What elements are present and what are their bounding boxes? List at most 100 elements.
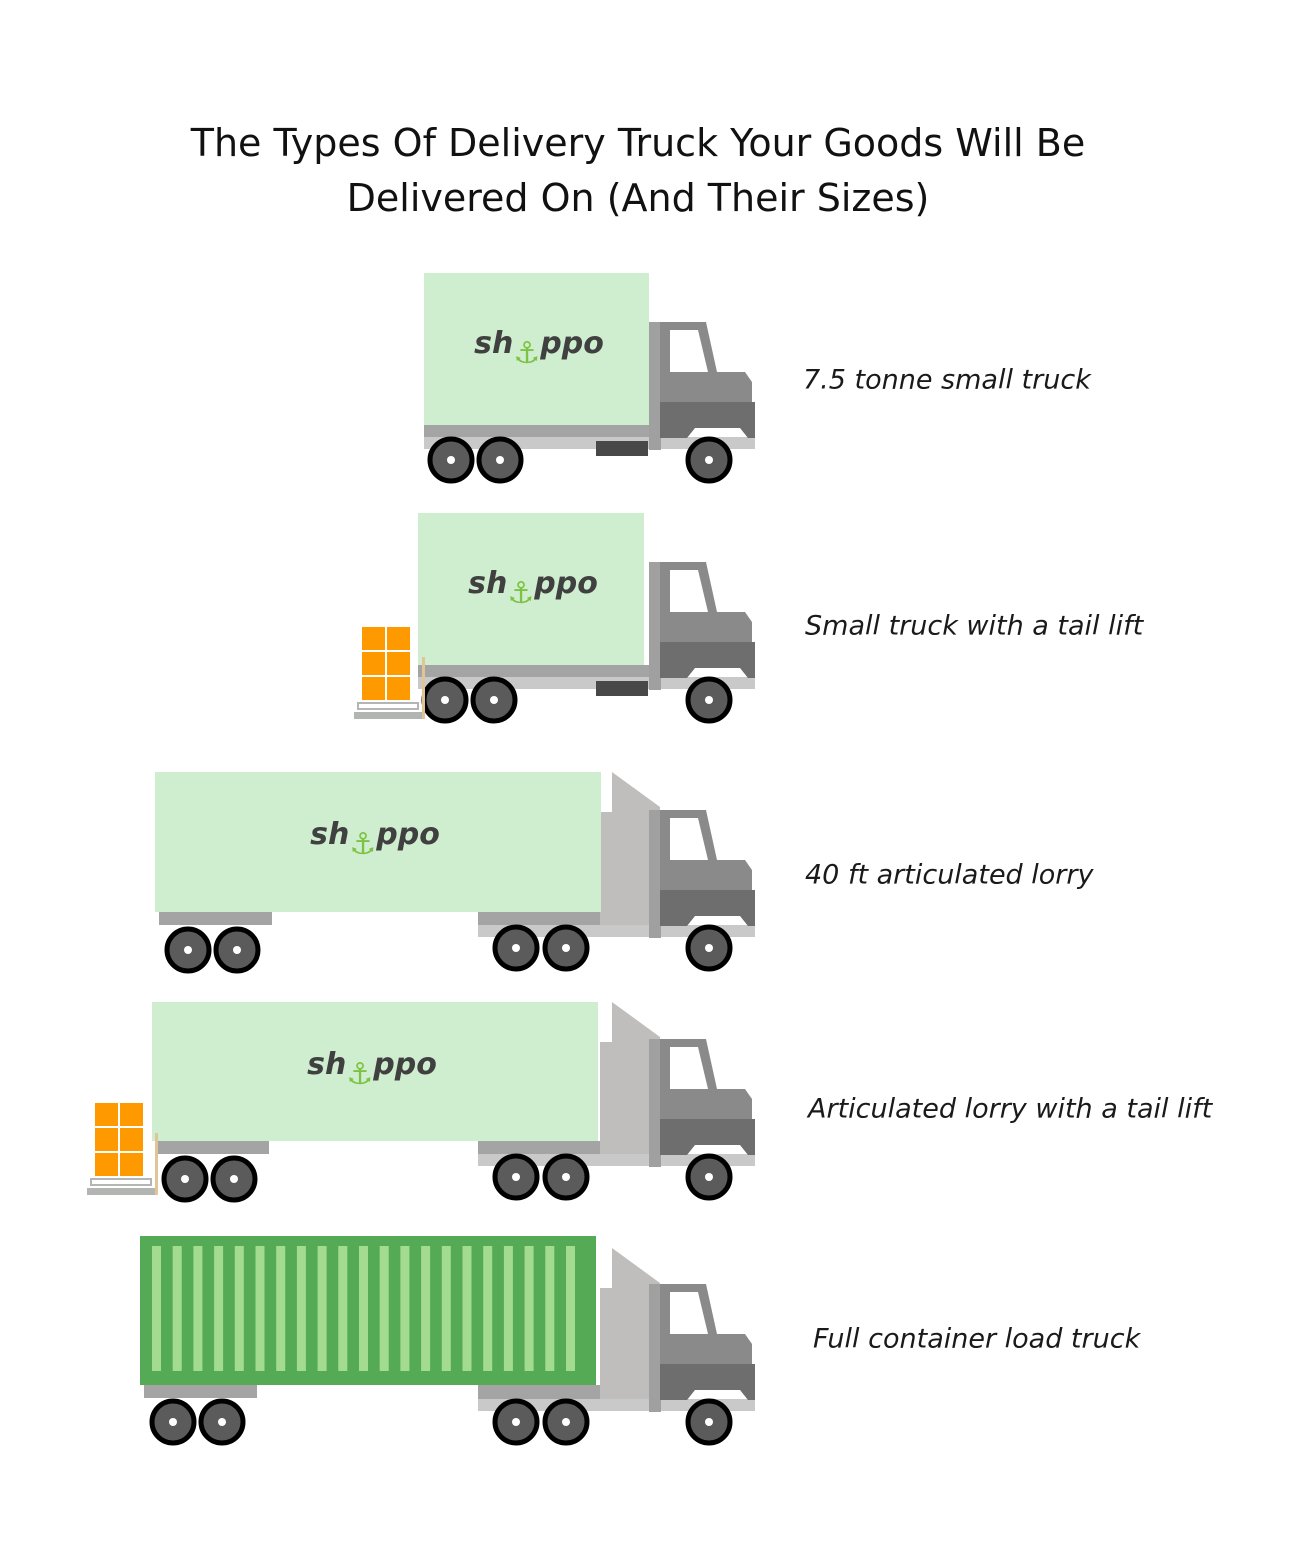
container-rib <box>172 1246 182 1371</box>
shippo-logo: sh⚓ppo <box>307 1047 437 1092</box>
pallet-box <box>95 1103 118 1126</box>
container-rib <box>214 1246 224 1371</box>
trailer-box <box>152 1002 598 1141</box>
container-rib <box>338 1246 348 1371</box>
container-rib <box>193 1246 203 1371</box>
cab-lower <box>660 1119 755 1155</box>
container-rib <box>566 1246 575 1371</box>
pallet-box <box>120 1153 143 1176</box>
wheel-hub <box>490 696 498 704</box>
wheel-hub <box>562 944 570 952</box>
wheel-hub <box>705 1173 713 1181</box>
container-rib <box>483 1246 493 1371</box>
wheel-hub <box>218 1418 226 1426</box>
wheel-hub <box>441 696 449 704</box>
pallet-box <box>362 652 385 675</box>
cargo-box <box>418 513 644 665</box>
pallet <box>357 702 419 710</box>
container-rib <box>421 1246 431 1371</box>
wheel-hub <box>705 696 713 704</box>
shippo-logo: sh⚓ppo <box>474 326 604 371</box>
container-rib <box>276 1246 286 1371</box>
fifth-wheel-coupling <box>600 1248 660 1411</box>
wheel-hub <box>184 946 192 954</box>
truck-small-tail-lift: sh⚓ppo <box>354 513 755 724</box>
cab-frame <box>649 810 661 938</box>
wheel-hub <box>230 1175 238 1183</box>
container-rib <box>359 1246 368 1371</box>
wheel-hub <box>512 1418 520 1426</box>
truck-articulated-tail-lift: sh⚓ppo <box>87 1002 755 1203</box>
cab-window <box>670 1047 708 1089</box>
container-rib <box>503 1246 513 1371</box>
cab-frame <box>649 322 661 450</box>
wheel-hub <box>169 1418 177 1426</box>
cargo-box <box>424 273 649 425</box>
pallet-box <box>95 1153 118 1176</box>
pallet-box <box>362 627 385 650</box>
wheel-hub <box>512 1173 520 1181</box>
cab-frame <box>649 562 661 690</box>
pallet-box <box>387 677 410 700</box>
tail-lift-post <box>155 1133 158 1195</box>
container-rib <box>152 1246 161 1371</box>
wheel-hub <box>562 1418 570 1426</box>
page-title: The Types Of Delivery Truck Your Goods W… <box>0 116 1276 226</box>
wheel-hub <box>447 456 455 464</box>
cab-frame <box>649 1039 661 1167</box>
tractor-frame <box>478 1141 600 1154</box>
tail-lift-post <box>422 657 425 719</box>
truck-full-container <box>140 1236 755 1446</box>
pallet <box>90 1178 152 1186</box>
title-line-2: Delivered On (And Their Sizes) <box>346 176 930 220</box>
trailer-rear-chassis <box>144 1385 257 1398</box>
cab-lower <box>660 1364 755 1400</box>
container-rib <box>296 1246 306 1371</box>
wheel-hub <box>705 456 713 464</box>
fifth-wheel-coupling <box>600 1002 660 1166</box>
pallet-box <box>387 652 410 675</box>
pallet-box <box>362 677 385 700</box>
wheel-hub <box>496 456 504 464</box>
cab-window <box>670 330 708 372</box>
cab-lower <box>660 890 755 926</box>
pallet-box <box>387 627 410 650</box>
cab-lower <box>660 642 755 678</box>
title-line-1: The Types Of Delivery Truck Your Goods W… <box>190 121 1086 165</box>
trailer-box <box>155 772 601 912</box>
container-rib <box>255 1246 265 1371</box>
cab-lower <box>660 402 755 438</box>
truck-label-small: 7.5 tonne small truck <box>803 364 1091 396</box>
tail-lift-platform <box>87 1188 157 1195</box>
wheel-hub <box>705 1418 713 1426</box>
pallet-box <box>120 1103 143 1126</box>
cab-frame <box>649 1284 661 1412</box>
tractor-frame <box>478 912 600 925</box>
fifth-wheel-coupling <box>600 772 660 937</box>
trailer-rear-chassis <box>159 912 272 925</box>
truck-label-articulated-tail-lift: Articulated lorry with a tail lift <box>808 1093 1213 1125</box>
wheel-hub <box>512 944 520 952</box>
fuel-tank <box>596 681 648 696</box>
pallet-box <box>95 1128 118 1151</box>
fuel-tank <box>596 441 648 456</box>
cab-window <box>670 570 708 612</box>
truck-label-container: Full container load truck <box>813 1323 1141 1355</box>
shippo-logo: sh⚓ppo <box>310 817 440 862</box>
truck-label-small-tail-lift: Small truck with a tail lift <box>805 610 1144 642</box>
cab-window <box>670 818 708 860</box>
container-rib <box>524 1246 534 1371</box>
container-rib <box>234 1246 244 1371</box>
tractor-frame <box>478 1385 600 1399</box>
container-rib <box>545 1246 555 1371</box>
container-rib <box>400 1246 410 1371</box>
container-rib <box>379 1246 389 1371</box>
cab-window <box>670 1292 708 1334</box>
truck-40ft-articulated: sh⚓ppo <box>155 772 755 974</box>
container-rib <box>441 1246 451 1371</box>
container-rib <box>462 1246 472 1371</box>
shippo-logo: sh⚓ppo <box>468 566 598 611</box>
box-base <box>424 425 660 437</box>
truck-7-5-tonne: sh⚓ppo <box>424 273 755 484</box>
